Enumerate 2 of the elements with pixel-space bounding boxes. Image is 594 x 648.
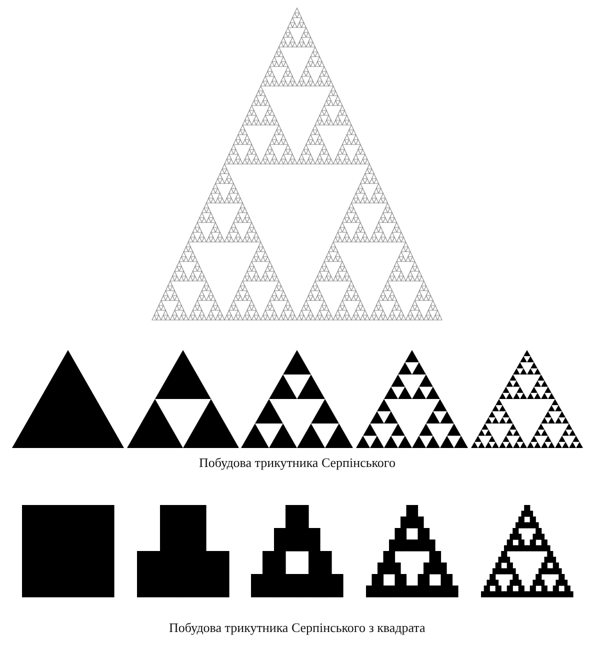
caption-text: Побудова трикутника Серпінського з квадрата [169,620,426,636]
caption-text: Побудова трикутника Серпінського [199,455,396,471]
